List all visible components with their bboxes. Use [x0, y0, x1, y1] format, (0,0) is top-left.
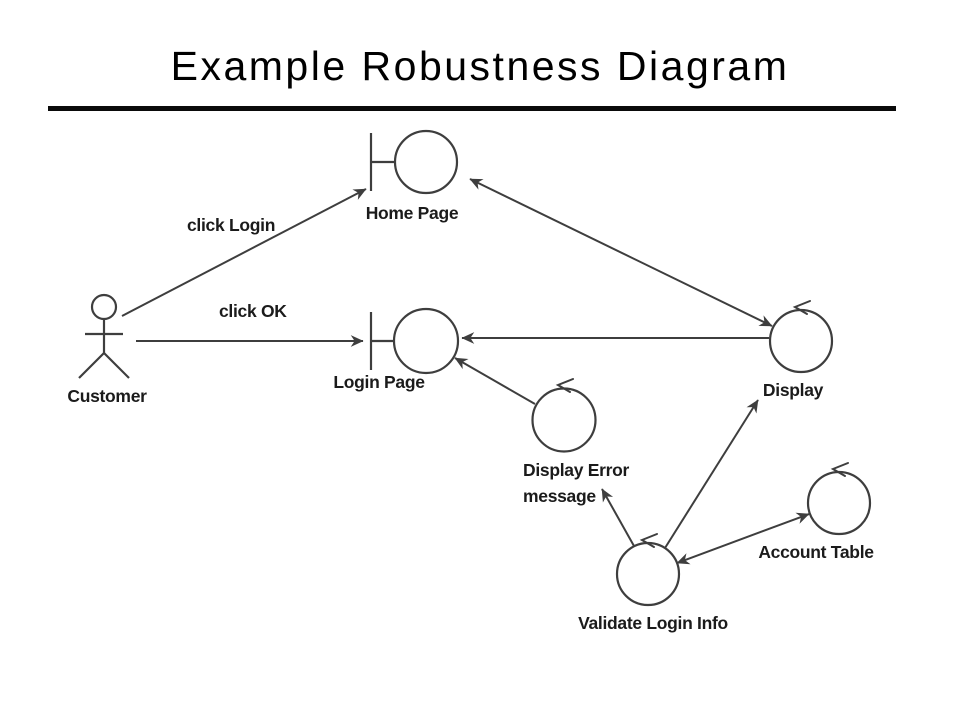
actor-customer — [78, 293, 130, 379]
control-arrow — [830, 462, 849, 477]
node-home-page-boundary — [369, 129, 459, 195]
slide-title: Example Robustness Diagram — [170, 43, 790, 89]
control-circle — [615, 541, 681, 607]
actor-head — [90, 293, 118, 321]
node-login-page-label: Login Page — [333, 372, 425, 392]
title-underline — [48, 106, 896, 111]
node-validate-login-control — [615, 533, 681, 607]
node-display-label: Display — [763, 380, 824, 400]
control-circle — [531, 387, 597, 453]
edge-validate-to-display-error — [601, 488, 635, 547]
actor-leg-right — [103, 352, 130, 379]
control-circle — [806, 470, 872, 536]
control-arrow — [555, 378, 574, 393]
edge-customer-to-home-page — [121, 188, 367, 317]
boundary-circle — [392, 307, 460, 375]
node-display-control — [768, 300, 834, 374]
boundary-circle — [393, 129, 459, 195]
edge-validate-to-display — [664, 399, 759, 549]
edges — [121, 178, 810, 565]
node-account-table-label: Account Table — [758, 542, 874, 562]
node-validate-login-label: Validate Login Info — [578, 613, 728, 633]
control-arrow — [792, 300, 811, 315]
node-home-page-label: Home Page — [366, 203, 459, 223]
edge-label-click-ok: click OK — [219, 301, 287, 321]
node-display-error-label-line2: message — [523, 486, 596, 506]
node-login-page-boundary — [369, 307, 460, 375]
edge-home-page-display-two-way — [469, 178, 773, 327]
edge-validate-account-table-two-way — [676, 512, 810, 565]
node-display-error-label-line1: Display Error — [523, 460, 629, 480]
edge-display-error-to-login-page — [454, 357, 536, 405]
node-account-table-control — [806, 462, 872, 536]
actor-customer-label: Customer — [67, 386, 147, 406]
control-arrow — [639, 533, 658, 548]
edge-label-click-login: click Login — [187, 215, 275, 235]
actor-leg-left — [78, 352, 105, 379]
control-circle — [768, 308, 834, 374]
node-display-error-control — [531, 378, 597, 453]
